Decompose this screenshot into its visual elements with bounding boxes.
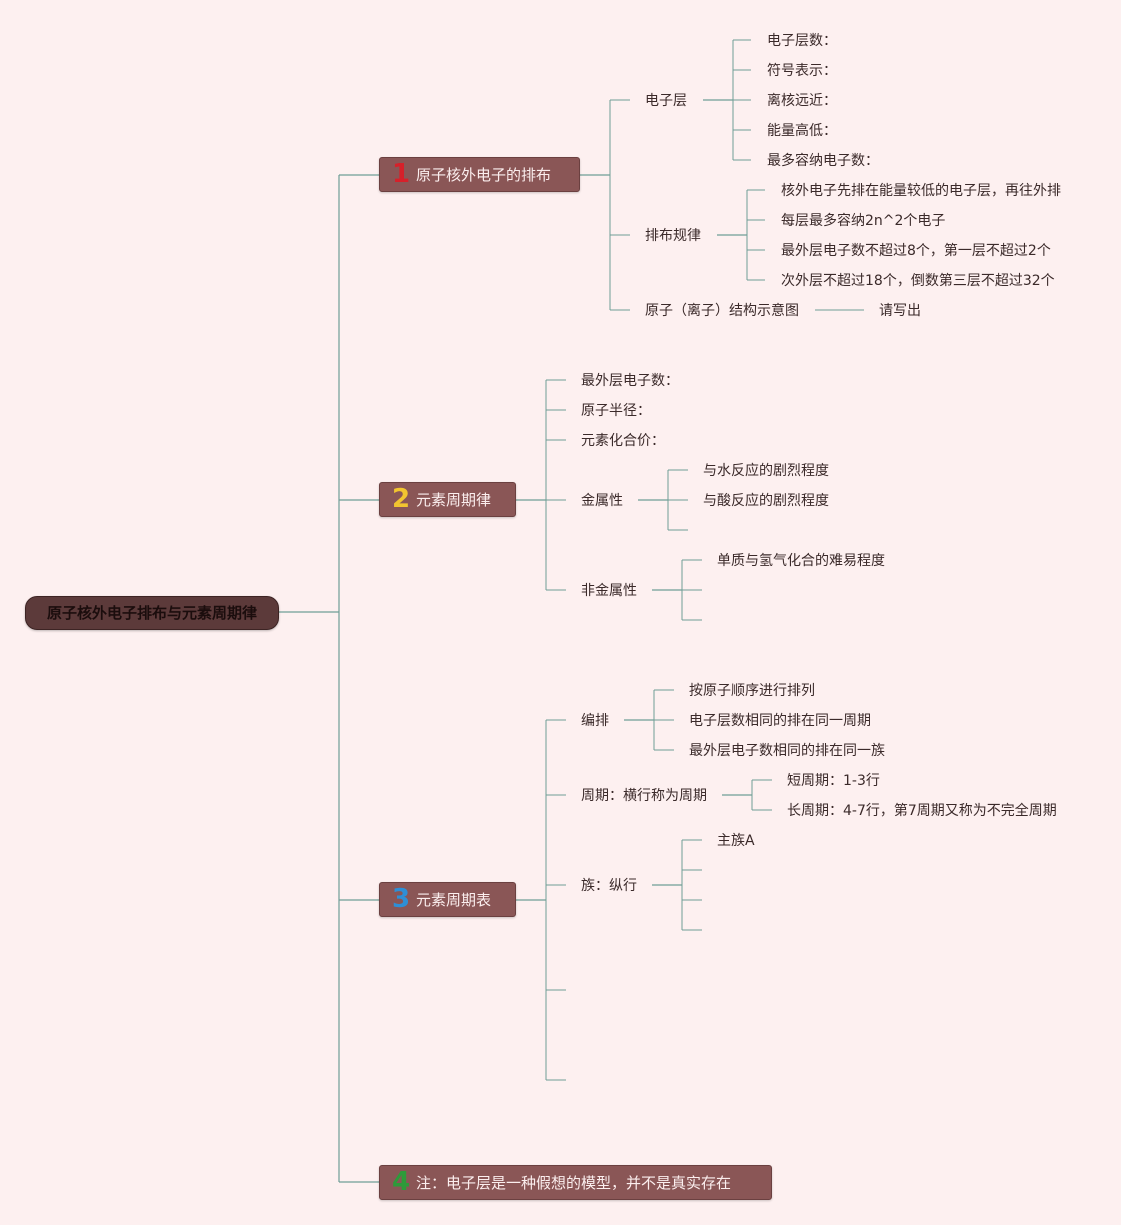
leaf-shell-symbol[interactable]: 符号表示： (767, 63, 837, 79)
node-arrangement-rules[interactable]: 排布规律 (645, 228, 701, 244)
leaf-please-write[interactable]: 请写出 (879, 303, 921, 319)
node-arrangement[interactable]: 编排 (581, 713, 609, 729)
leaf-long-period[interactable]: 长周期：4-7行，第7周期又称为不完全周期 (787, 803, 1057, 819)
leaf-water-reaction[interactable]: 与水反应的剧烈程度 (703, 463, 829, 479)
leaf-shell-count[interactable]: 电子层数： (767, 33, 837, 49)
node-group[interactable]: 族：纵行 (581, 878, 637, 894)
leaf-hydrogen-combination[interactable]: 单质与氢气化合的难易程度 (717, 553, 885, 569)
leaf-rule-1[interactable]: 核外电子先排在能量较低的电子层，再往外排 (781, 183, 1061, 199)
leaf-acid-reaction[interactable]: 与酸反应的剧烈程度 (703, 493, 829, 509)
branch-2-label: 元素周期律 (416, 491, 492, 509)
branch-1-number: 1 (391, 159, 411, 189)
branch-3-node[interactable]: 3 元素周期表 (379, 882, 516, 917)
branch-2-number: 2 (391, 484, 411, 514)
root-label: 原子核外电子排布与元素周期律 (46, 604, 257, 622)
branch-1-label: 原子核外电子的排布 (416, 166, 552, 184)
leaf-short-period[interactable]: 短周期：1-3行 (787, 773, 880, 789)
leaf-shell-distance[interactable]: 离核远近： (767, 93, 837, 109)
root-node[interactable]: 原子核外电子排布与元素周期律 (25, 596, 279, 630)
branch-3-number: 3 (391, 884, 411, 914)
branch-3-label: 元素周期表 (416, 891, 492, 909)
leaf-main-group[interactable]: 主族A (717, 833, 755, 849)
branch-4-number: 4 (391, 1167, 411, 1197)
node-period[interactable]: 周期：横行称为周期 (581, 788, 707, 804)
node-outer-electrons[interactable]: 最外层电子数： (581, 373, 679, 389)
leaf-same-period[interactable]: 电子层数相同的排在同一周期 (689, 713, 871, 729)
node-structure-diagram[interactable]: 原子（离子）结构示意图 (645, 303, 799, 319)
node-metallic[interactable]: 金属性 (581, 493, 623, 509)
leaf-atomic-order[interactable]: 按原子顺序进行排列 (689, 683, 815, 699)
node-valence[interactable]: 元素化合价： (581, 433, 665, 449)
node-atomic-radius[interactable]: 原子半径： (581, 403, 651, 419)
branch-2-node[interactable]: 2 元素周期律 (379, 482, 516, 517)
leaf-rule-2[interactable]: 每层最多容纳2n^2个电子 (781, 213, 946, 229)
branch-4-label: 注：电子层是一种假想的模型，并不是真实存在 (416, 1174, 732, 1192)
leaf-same-group[interactable]: 最外层电子数相同的排在同一族 (689, 743, 885, 759)
branch-4-node[interactable]: 4 注：电子层是一种假想的模型，并不是真实存在 (379, 1165, 772, 1200)
leaf-shell-capacity[interactable]: 最多容纳电子数： (767, 153, 879, 169)
leaf-rule-4[interactable]: 次外层不超过18个，倒数第三层不超过32个 (781, 273, 1055, 289)
leaf-rule-3[interactable]: 最外层电子数不超过8个，第一层不超过2个 (781, 243, 1051, 259)
leaf-shell-energy[interactable]: 能量高低： (767, 123, 837, 139)
node-electron-shell[interactable]: 电子层 (645, 93, 687, 109)
branch-1-node[interactable]: 1 原子核外电子的排布 (379, 157, 580, 192)
node-nonmetallic[interactable]: 非金属性 (581, 583, 637, 599)
